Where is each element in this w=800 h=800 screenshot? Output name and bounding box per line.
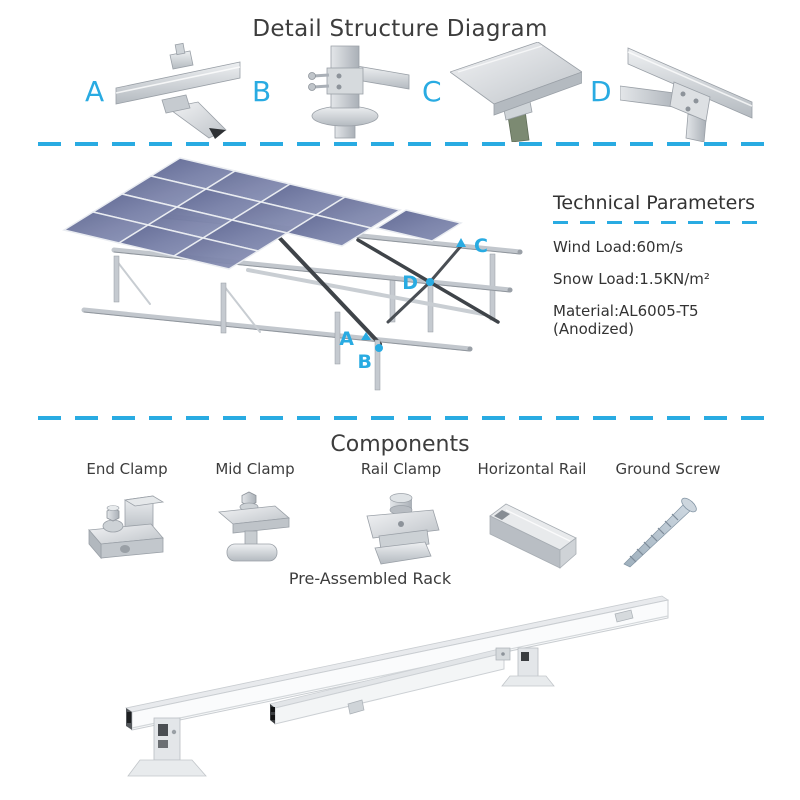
detail-label-b: B <box>252 75 272 108</box>
component-end-clamp: End Clamp <box>62 460 192 571</box>
detail-label-a: A <box>85 75 105 108</box>
horizontal-rail-shapes <box>489 503 577 569</box>
end-clamp-illustration <box>88 495 165 560</box>
component-rail-clamp: Rail Clamp <box>336 460 466 571</box>
detail-item-c: C <box>422 40 582 144</box>
end-clamp-label: End Clamp <box>86 460 168 478</box>
detail-item-b: B <box>252 40 411 144</box>
page-title: Detail Structure Diagram <box>252 16 548 42</box>
dashed-separator-top <box>38 142 765 146</box>
technical-parameters-panel: Technical Parameters Wind Load:60m/s Sno… <box>553 192 791 338</box>
component-ground-screw: Ground Screw <box>603 460 733 571</box>
detail-d-shapes <box>619 47 752 142</box>
detail-label-d: D <box>590 75 612 108</box>
ground-screw-shapes <box>623 497 697 568</box>
rail-clamp-shapes <box>366 493 440 565</box>
mid-clamp-illustration <box>218 491 290 562</box>
technical-parameters-underline <box>553 221 757 224</box>
detail-c-shapes <box>449 42 582 142</box>
marker-a-label: A <box>339 328 354 350</box>
dashed-separator-middle <box>38 416 765 420</box>
pre-assembled-rack-label: Pre-Assembled Rack <box>288 569 452 588</box>
detail-a-rail-clamp-illustration <box>115 42 241 139</box>
horizontal-rail-label: Horizontal Rail <box>477 460 587 478</box>
detail-a-shapes <box>115 42 241 139</box>
material-row: Material:AL6005-T5 (Anodized) <box>553 302 791 338</box>
pre-assembled-rack-illustration <box>124 595 670 777</box>
material-line-2: (Anodized) <box>553 320 634 338</box>
marker-d-dot <box>426 278 434 286</box>
marker-a-arrow <box>361 332 371 340</box>
detail-c-tilt-connector-illustration <box>449 42 582 142</box>
ground-mount-overview-illustration: A B C D <box>62 157 523 391</box>
detail-label-c: C <box>422 75 442 108</box>
rail-clamp-illustration <box>366 493 440 565</box>
detail-b-post-base-illustration <box>308 45 410 139</box>
detail-d-beam-joint-illustration <box>619 47 752 142</box>
components-title: Components <box>330 432 470 457</box>
material-line-1: Material:AL6005-T5 <box>553 302 699 320</box>
component-mid-clamp: Mid Clamp <box>190 460 320 571</box>
detail-item-a: A <box>85 40 244 144</box>
marker-d-label: D <box>402 272 418 294</box>
marker-b-label: B <box>358 351 372 373</box>
rail-clamp-label: Rail Clamp <box>360 460 442 478</box>
detail-item-d: D <box>590 40 755 144</box>
detail-b-shapes <box>308 45 410 139</box>
wind-load-row: Wind Load:60m/s <box>553 238 684 256</box>
ground-screw-illustration <box>623 497 697 568</box>
pre-assembled-rack-shapes <box>124 595 670 777</box>
ground-screw-label: Ground Screw <box>615 460 721 478</box>
technical-parameters-title: Technical Parameters <box>553 192 756 214</box>
marker-b-dot <box>375 344 383 352</box>
marker-c-label: C <box>474 235 488 257</box>
end-clamp-shapes <box>88 495 165 560</box>
horizontal-rail-illustration <box>489 503 577 569</box>
mid-clamp-shapes <box>218 491 290 562</box>
overview-markers: A B C D <box>339 235 488 373</box>
solar-panel-array <box>62 157 463 270</box>
component-horizontal-rail: Horizontal Rail <box>467 460 597 571</box>
marker-c-arrow <box>456 238 466 247</box>
mid-clamp-label: Mid Clamp <box>215 460 295 478</box>
snow-load-row: Snow Load:1.5KN/m² <box>553 270 710 288</box>
